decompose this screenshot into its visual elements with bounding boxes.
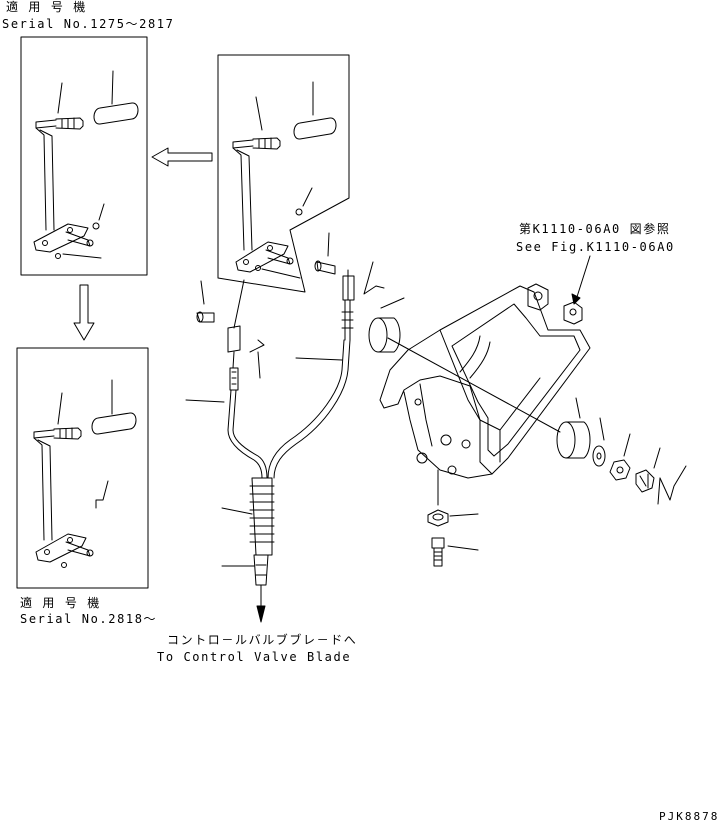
- detail-box-upper-left: [21, 37, 147, 275]
- detail-box-center: [218, 55, 349, 292]
- detail-box-lower-left: [17, 348, 148, 588]
- pedal-bracket: [380, 256, 590, 505]
- reference-note-en: See Fig.K1110-06A0: [516, 240, 675, 254]
- left-pointing-arrow: [152, 148, 212, 166]
- clevis-pins: [197, 233, 384, 322]
- reference-note-jp: 第K1110-06A0 図参照: [519, 222, 671, 236]
- down-pointing-arrow: [74, 285, 94, 340]
- destination-note-en: To Control Valve Blade: [157, 650, 352, 664]
- top-left-serial-en: Serial No.1275～2817: [2, 17, 175, 31]
- drawing-code: PJK8878: [659, 810, 720, 823]
- top-left-serial-jp: 適 用 号 機: [6, 0, 87, 14]
- bottom-left-serial-jp: 適 用 号 機: [20, 596, 101, 610]
- destination-note-jp: コントロ－ルバルブブレ－ドへ: [167, 633, 358, 647]
- control-cables: [186, 270, 354, 622]
- bushings-and-hardware: [369, 298, 686, 566]
- bottom-left-serial-en: Serial No.2818～: [20, 612, 158, 626]
